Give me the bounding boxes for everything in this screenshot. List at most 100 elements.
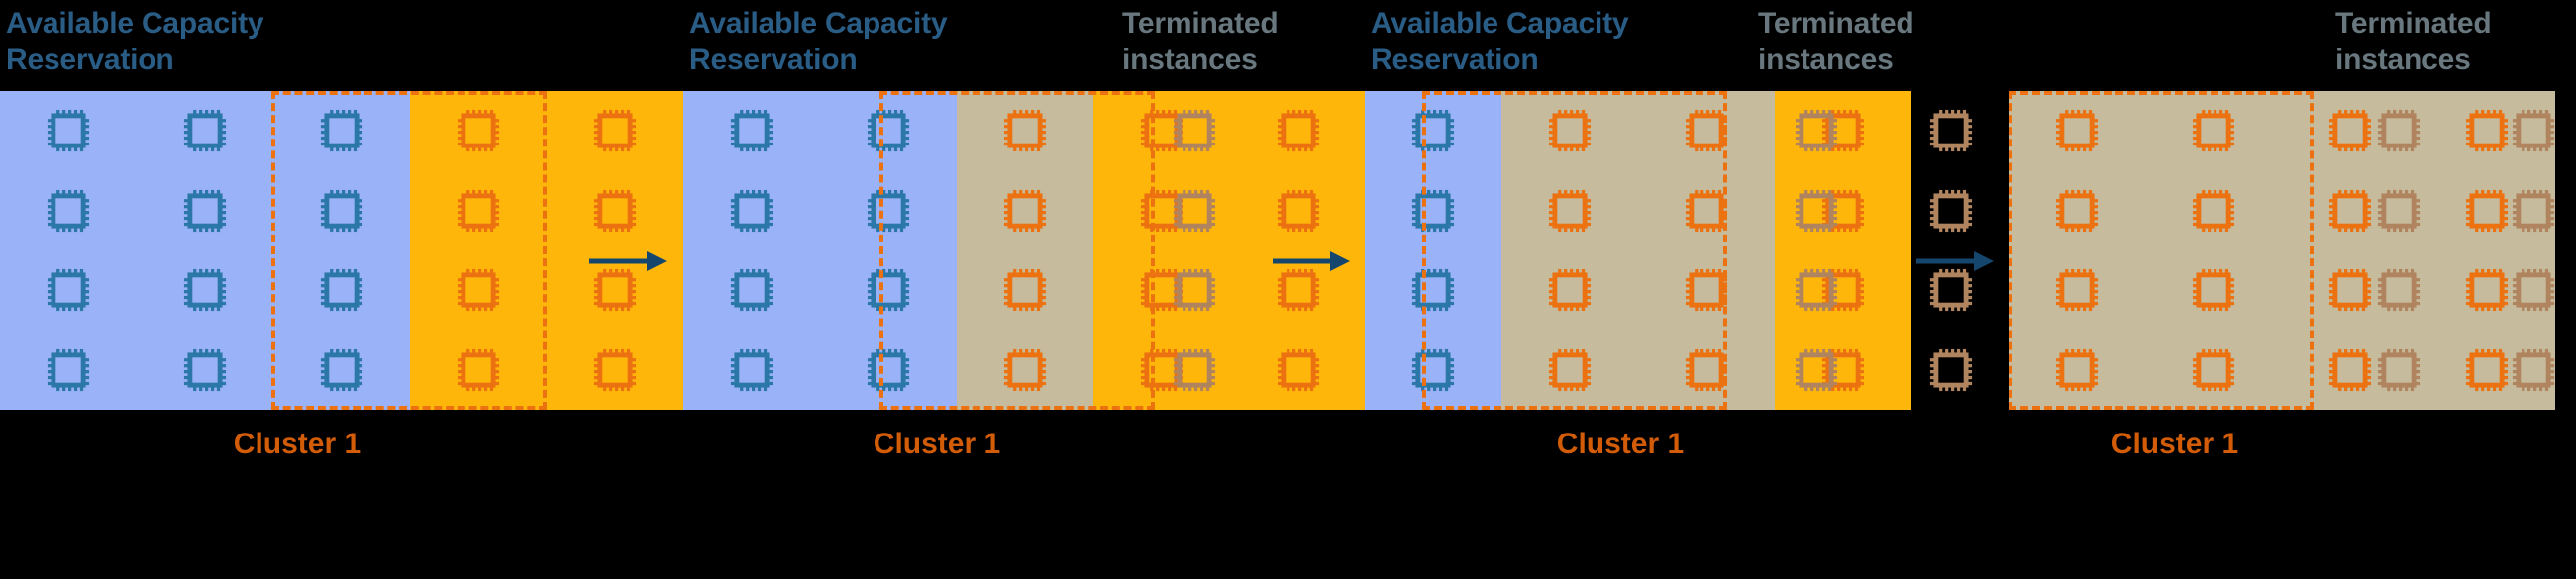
cpu-chip-icon xyxy=(47,348,90,391)
cpu-chip-icon xyxy=(1272,343,1325,397)
terminated-chip-icon xyxy=(2372,343,2425,397)
cpu-chip-icon xyxy=(47,269,90,312)
cluster-active-column xyxy=(410,91,547,410)
cpu-chip-icon xyxy=(2328,348,2372,391)
cpu-chip-icon xyxy=(2055,348,2099,391)
cpu-chip-icon xyxy=(1685,348,1728,391)
cpu-chip-icon xyxy=(593,110,637,152)
cpu-chip-icon xyxy=(2050,184,2104,238)
terminated-chip-icon xyxy=(1168,104,1221,157)
cpu-chip-icon xyxy=(862,343,915,397)
cpu-chip-icon xyxy=(1406,343,1460,397)
cpu-chip-icon xyxy=(2465,348,2509,391)
cluster-active-column xyxy=(1230,91,1367,410)
cpu-chip-icon xyxy=(1277,189,1320,232)
terminated-chip-icon xyxy=(1168,263,1221,317)
arrow-right-glyph xyxy=(1916,251,1994,271)
capacity-reservation-block-3 xyxy=(1365,91,1911,410)
consumed-capacity-column xyxy=(957,91,1093,410)
available-capacity-column xyxy=(1365,91,1501,410)
terminated-chip-icon xyxy=(2377,189,2421,232)
cpu-chip-icon xyxy=(1543,104,1597,157)
cpu-chip-icon xyxy=(2055,269,2099,312)
cpu-chip-icon xyxy=(183,348,227,391)
cpu-chip-icon xyxy=(2323,104,2377,157)
cpu-chip-icon xyxy=(2465,269,2509,312)
cpu-chip-icon xyxy=(998,343,1052,397)
cluster-active-column xyxy=(547,91,683,410)
cpu-chip-icon xyxy=(1680,184,1733,238)
terminated-chip-icon xyxy=(1173,348,1216,391)
terminated-chip-icon xyxy=(2512,348,2555,391)
cpu-chip-icon xyxy=(1543,343,1597,397)
available-capacity-column xyxy=(683,91,820,410)
consumed-capacity-column xyxy=(2145,91,2282,410)
terminated-instances-header: Terminated instances xyxy=(2335,7,2492,76)
cpu-chip-icon xyxy=(452,104,505,157)
cpu-chip-icon xyxy=(2192,189,2235,232)
cpu-chip-icon xyxy=(1548,110,1592,152)
cpu-chip-icon xyxy=(320,110,363,152)
terminated-chip-icon xyxy=(2512,269,2555,312)
terminated-instances-header: Terminated instances xyxy=(1122,7,1279,76)
cpu-chip-icon xyxy=(2050,104,2104,157)
cpu-chip-icon xyxy=(1411,348,1455,391)
cpu-chip-icon xyxy=(588,263,642,317)
terminated-chip-icon xyxy=(1173,189,1216,232)
cpu-chip-icon xyxy=(1816,184,1870,238)
terminated-instances-column xyxy=(1763,91,1870,410)
terminated-chip-icon xyxy=(2507,263,2560,317)
available-capacity-reservation-header: Available Capacity Reservation xyxy=(1371,7,1629,76)
cpu-chip-icon xyxy=(457,110,500,152)
cpu-chip-icon xyxy=(730,269,773,312)
cpu-chip-icon xyxy=(2323,343,2377,397)
cpu-chip-icon xyxy=(1003,269,1047,312)
cpu-chip-icon xyxy=(315,184,368,238)
terminated-chip-icon xyxy=(1929,269,1973,312)
cpu-chip-icon xyxy=(1821,269,1865,312)
cpu-chip-icon xyxy=(1406,184,1460,238)
cpu-chip-icon xyxy=(1272,104,1325,157)
cpu-chip-icon xyxy=(178,343,232,397)
cpu-chip-icon xyxy=(1411,110,1455,152)
cpu-chip-icon xyxy=(1685,269,1728,312)
cpu-chip-icon xyxy=(1821,189,1865,232)
terminated-chip-icon xyxy=(2372,263,2425,317)
cpu-chip-icon xyxy=(862,184,915,238)
cpu-chip-icon xyxy=(862,263,915,317)
cpu-chip-icon xyxy=(457,269,500,312)
terminated-instances-pool-2 xyxy=(1141,91,1248,410)
terminated-chip-icon xyxy=(1929,348,1973,391)
terminated-instances-column xyxy=(1898,91,2005,410)
terminated-chip-icon xyxy=(1168,184,1221,238)
cpu-chip-icon xyxy=(2187,184,2240,238)
cpu-chip-icon xyxy=(42,263,95,317)
cpu-chip-icon xyxy=(2328,269,2372,312)
cpu-chip-icon xyxy=(593,348,637,391)
terminated-chip-icon xyxy=(1795,110,1838,152)
arrow-right-icon xyxy=(589,249,667,273)
cluster-label: Cluster 1 xyxy=(2111,428,2239,460)
cpu-chip-icon xyxy=(2192,348,2235,391)
cpu-chip-icon xyxy=(47,110,90,152)
cpu-chip-icon xyxy=(2460,263,2514,317)
cpu-chip-icon xyxy=(998,263,1052,317)
available-capacity-column xyxy=(273,91,410,410)
cpu-chip-icon xyxy=(2187,104,2240,157)
cpu-chip-icon xyxy=(867,189,910,232)
cpu-chip-icon xyxy=(2192,269,2235,312)
cpu-chip-icon xyxy=(1406,263,1460,317)
cpu-chip-icon xyxy=(730,110,773,152)
terminated-chip-icon xyxy=(1924,184,1978,238)
terminated-chip-icon xyxy=(1168,343,1221,397)
cpu-chip-icon xyxy=(183,189,227,232)
cpu-chip-icon xyxy=(593,189,637,232)
terminated-chip-icon xyxy=(2377,110,2421,152)
cpu-chip-icon xyxy=(1821,348,1865,391)
cpu-chip-icon xyxy=(867,269,910,312)
cpu-chip-icon xyxy=(2055,189,2099,232)
cpu-chip-icon xyxy=(1003,348,1047,391)
consumed-capacity-column xyxy=(1638,91,1775,410)
arrow-right-glyph xyxy=(1273,251,1350,271)
